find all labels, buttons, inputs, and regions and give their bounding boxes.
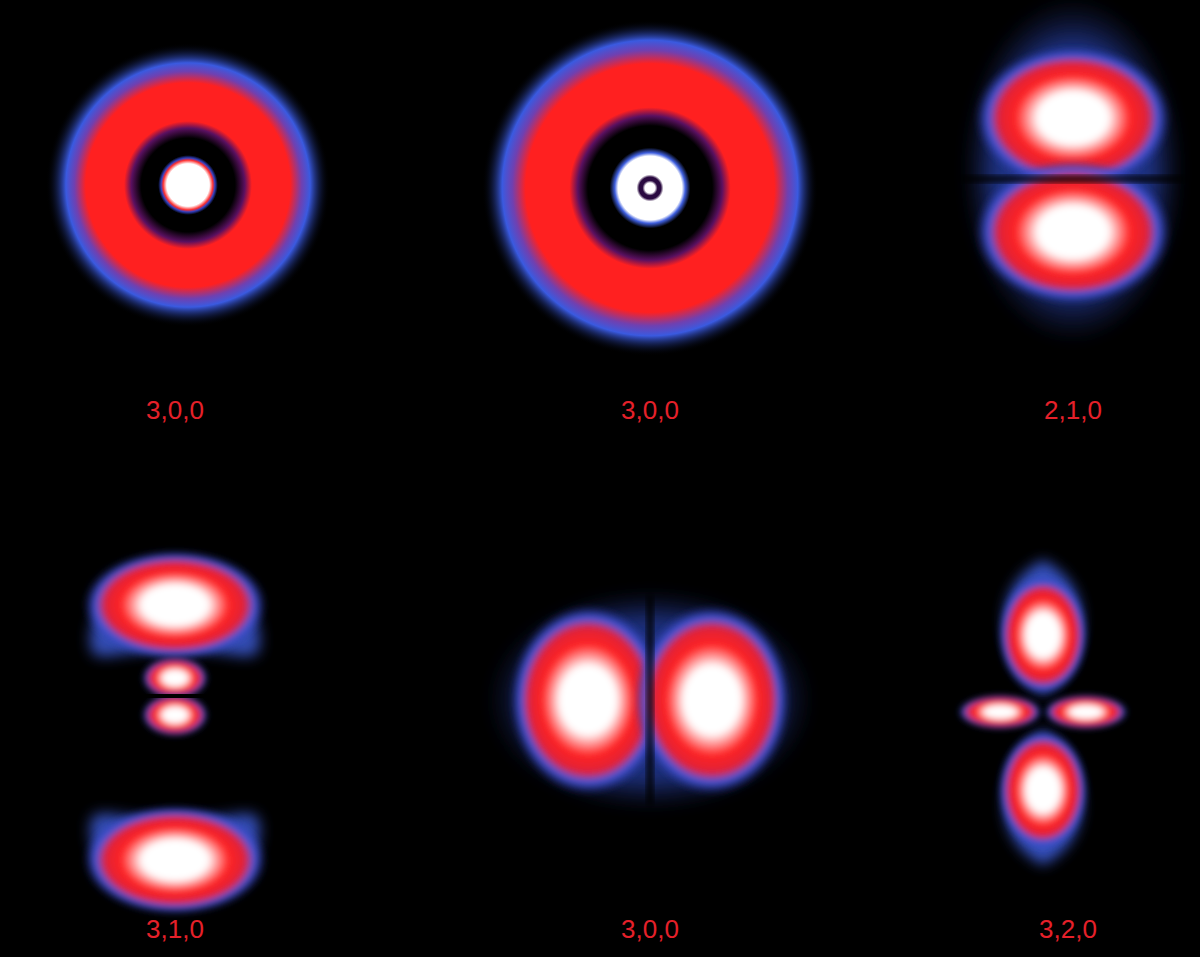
orbital-lobes <box>485 588 815 812</box>
quantum-numbers: 3,0,0 <box>621 395 679 425</box>
orbital-3p <box>83 550 267 915</box>
quantum-numbers: 3,0,0 <box>146 395 204 425</box>
orbital-3d <box>958 560 1128 865</box>
quantum-numbers: 3,0,0 <box>621 914 679 944</box>
orbital-3s <box>46 43 330 327</box>
quantum-numbers: 3,2,0 <box>1039 914 1097 944</box>
quantum-numbers: 3,1,0 <box>146 914 204 944</box>
orbital-2p <box>960 0 1186 345</box>
quantum-numbers: 2,1,0 <box>1044 395 1102 425</box>
orbital-3s <box>482 20 818 356</box>
